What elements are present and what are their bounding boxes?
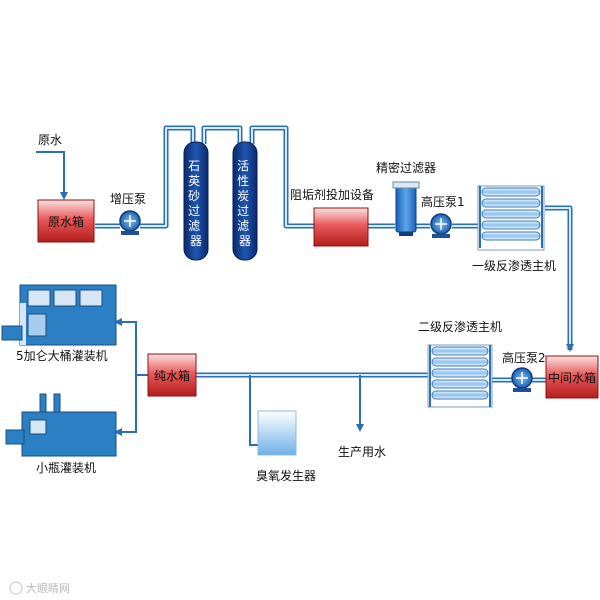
quartz-filter-char: 石 [188,159,200,173]
watermark: 大眼睛网 [9,581,70,595]
carbon-filter-char: 性 [237,174,249,188]
precision-filter-label: 精密过滤器 [376,160,436,175]
membrane-tube [481,231,541,241]
antiscalant-label: 阻垢剂投加设备 [290,187,374,202]
pure-tank-label: 纯水箱 [154,368,190,383]
ro2-label: 二级反渗透主机 [418,319,502,334]
raw-water-label: 原水 [38,133,62,147]
watermark-logo-icon [9,581,23,595]
hp-pump2-label: 高压泵2 [502,350,546,365]
precision-filter [392,181,420,236]
membrane-tube [481,209,541,219]
quartz-filter-char: 过 [188,204,200,218]
quartz-filter-label: 石 英 砂 过 滤 器 [188,159,204,248]
membrane-tube [431,390,489,400]
membrane-tube [431,357,489,367]
barrel-filling-machine [1,284,117,346]
intermediate-water-tank: 中间水箱 [545,355,599,399]
ro-unit-1 [477,185,545,251]
quartz-filter-char: 砂 [188,189,200,203]
raw-water-tank: 原水箱 [37,199,95,243]
quartz-sand-filter: 石 英 砂 过 滤 器 [183,141,209,261]
ozone-label: 臭氧发生器 [256,468,316,483]
raw-water-feed-line [36,151,68,200]
carbon-filter-char: 活 [237,159,249,173]
booster-pump-label: 增压泵 [110,192,146,206]
watermark-text: 大眼睛网 [26,581,70,595]
carbon-filter-char: 过 [237,204,249,218]
membrane-tube [431,379,489,389]
hp-pump1-label: 高压泵1 [421,194,465,209]
barrel-filler-label: 5加仑大桶灌装机 [16,348,108,363]
high-pressure-pump-2-icon [511,367,533,392]
carbon-filter-char: 滤 [237,219,249,233]
carbon-filter-char: 器 [239,234,251,248]
ozone-generator [257,410,297,456]
high-pressure-pump-1-icon [430,213,452,238]
membrane-tube [481,187,541,197]
quartz-filter-char: 滤 [188,219,200,233]
booster-pump-icon [119,210,141,235]
bottle-filling-machine [5,393,117,457]
carbon-filter-char: 炭 [237,189,249,203]
membrane-tube [431,346,489,356]
carbon-filter-label: 活 性 炭 过 滤 器 [237,159,253,248]
raw-tank-label: 原水箱 [48,214,84,229]
ro-unit-2 [427,344,493,408]
quartz-filter-char: 器 [190,234,202,248]
bottle-filler-label: 小瓶灌装机 [36,461,96,475]
production-water-label: 生产用水 [338,445,386,459]
activated-carbon-filter: 活 性 炭 过 滤 器 [232,141,258,261]
membrane-tube [481,220,541,230]
membrane-tube [481,198,541,208]
ro1-label: 一级反渗透主机 [472,258,556,273]
pure-water-tank: 纯水箱 [147,353,197,397]
intermediate-tank-label: 中间水箱 [548,370,596,385]
antiscalant-dosing-unit [313,207,369,247]
quartz-filter-char: 英 [188,174,200,188]
membrane-tube [431,368,489,378]
